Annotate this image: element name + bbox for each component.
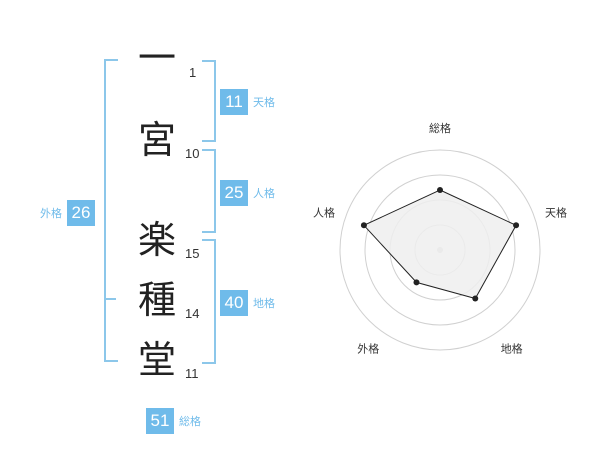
tenkaku-bracket: [202, 60, 216, 142]
radar-point-5: [360, 222, 367, 229]
stroke-count-1: 1: [189, 65, 197, 80]
name-char-2: 宮: [137, 118, 176, 162]
radar-point-1: [437, 187, 443, 193]
tenkaku-label: 天格: [253, 96, 275, 109]
radar-label-5: 人格: [313, 205, 335, 219]
soukaku-value: 51: [146, 408, 174, 434]
gaikaku-value: 26: [67, 200, 95, 226]
jinkaku-label: 人格: [253, 187, 275, 200]
jinkaku-badge: 25 人格: [220, 180, 275, 206]
jinkaku-bracket: [202, 149, 216, 233]
stroke-count-4: 14: [185, 306, 200, 321]
radar-point-2: [513, 222, 520, 229]
soukaku-label: 総格: [179, 415, 201, 428]
tenkaku-value: 11: [220, 89, 248, 115]
radar-point-3: [472, 295, 479, 302]
radar-label-2: 天格: [545, 205, 567, 219]
name-char-5: 堂: [137, 338, 176, 382]
name-char-4: 種: [137, 278, 176, 322]
soukaku-badge: 51 総格: [146, 408, 201, 434]
gaikaku-label: 外格: [40, 207, 62, 220]
radar-ring: [364, 174, 516, 326]
name-char-1: 一: [137, 36, 176, 80]
gaikaku-badge: 外格 26: [40, 200, 95, 226]
jinkaku-value: 25: [220, 180, 248, 206]
radar-polygon: [363, 189, 517, 300]
radar-ring: [339, 149, 541, 351]
name-char-3: 楽: [137, 218, 176, 262]
stroke-count-2: 10: [185, 146, 200, 161]
stroke-count-5: 11: [185, 366, 199, 381]
gaikaku-bracket-divider: [104, 298, 116, 300]
chikaku-value: 40: [220, 290, 248, 316]
chikaku-bracket: [202, 239, 216, 364]
radar-label-3: 地格: [501, 342, 523, 356]
tenkaku-badge: 11 天格: [220, 89, 275, 115]
radar-points: [360, 187, 520, 302]
stroke-count-3: 15: [185, 246, 200, 261]
radar-point-4: [413, 279, 420, 286]
radar-label-4: 外格: [357, 342, 379, 356]
gaikaku-bracket: [104, 59, 118, 362]
radar-label-1: 総格: [429, 121, 451, 135]
chikaku-badge: 40 地格: [220, 290, 275, 316]
chikaku-label: 地格: [253, 297, 275, 310]
